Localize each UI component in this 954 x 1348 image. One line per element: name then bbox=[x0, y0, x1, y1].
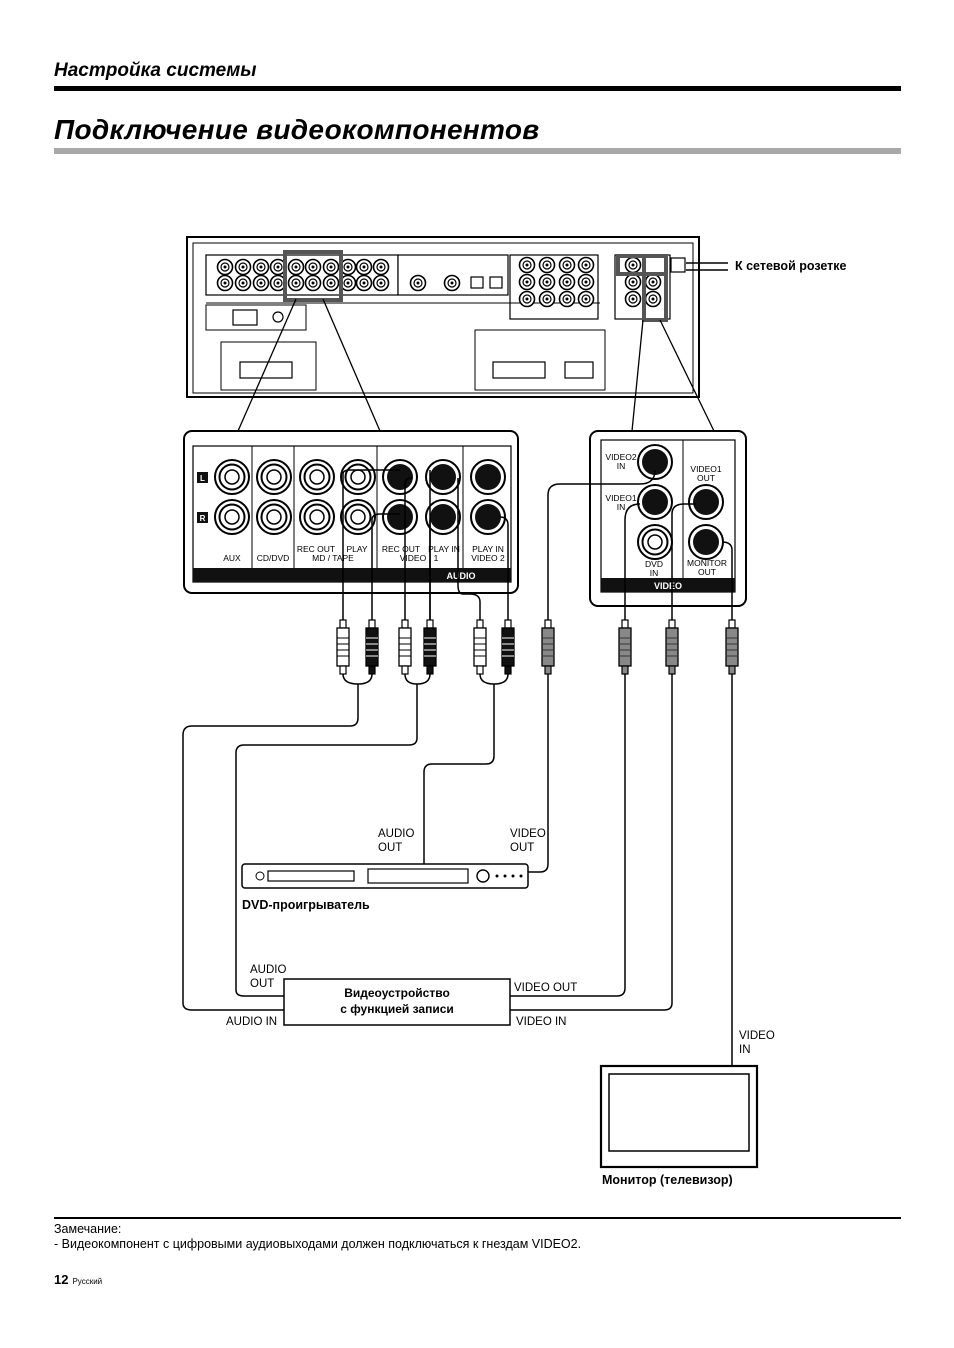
r-channel-badge: R bbox=[200, 514, 206, 523]
video-jack-panel: VIDEO2 IN VIDEO1 IN VIDEO1 OUT DVD IN MO… bbox=[589, 430, 747, 607]
video2-label: VIDEO 2 bbox=[471, 553, 505, 563]
aux-label: AUX bbox=[223, 553, 241, 563]
section-title: Настройка системы bbox=[54, 60, 257, 81]
cd-dvd-label: CD/DVD bbox=[257, 553, 290, 563]
monitor-out-sub: OUT bbox=[698, 567, 716, 577]
l-channel-badge: L bbox=[200, 474, 205, 483]
receiver-rear-panel bbox=[186, 236, 700, 398]
monitor-tv bbox=[599, 1064, 759, 1169]
recorder-name-line1: Видеоустройство bbox=[344, 986, 450, 1000]
recorder-audio-out-label: AUDIO bbox=[250, 964, 286, 976]
monitor-label: Монитор (телевизор) bbox=[602, 1173, 733, 1187]
power-outlet-label: К сетевой розетке bbox=[735, 259, 847, 273]
video-recorder bbox=[283, 978, 511, 1026]
video-label: VIDEO bbox=[400, 553, 427, 563]
recorder-video-out-label: VIDEO OUT bbox=[514, 982, 577, 994]
rca-plugs bbox=[336, 619, 739, 675]
monitor-video-in-label: VIDEO bbox=[739, 1030, 775, 1042]
power-cord bbox=[686, 262, 728, 271]
dvd-video-out-sub: OUT bbox=[510, 842, 534, 854]
recorder-audio-out-sub: OUT bbox=[250, 978, 274, 990]
dvd-video-out-label: VIDEO bbox=[510, 828, 546, 840]
note-heading: Замечание: bbox=[54, 1222, 122, 1236]
dvd-audio-out-label: AUDIO bbox=[378, 828, 414, 840]
footer-rule bbox=[54, 1217, 901, 1219]
play-md-label: PLAY bbox=[346, 544, 367, 554]
video2-in-label: VIDEO2 bbox=[605, 452, 636, 462]
dvd-in-label: DVD bbox=[645, 559, 663, 569]
video1-in-label: VIDEO1 bbox=[605, 493, 636, 503]
recorder-audio-in-label: AUDIO IN bbox=[226, 1016, 277, 1028]
rec-out-md-label: REC OUT bbox=[297, 544, 335, 554]
video1-number-label: 1 bbox=[434, 553, 439, 563]
dvd-player-label: DVD-проигрыватель bbox=[242, 898, 370, 912]
video1-in-sub: IN bbox=[617, 502, 626, 512]
note-block: Замечание: - Видеокомпонент с цифровыми … bbox=[54, 1222, 581, 1252]
play-in-video1-label: PLAY IN bbox=[428, 544, 460, 554]
monitor-out-label: MONITOR bbox=[687, 558, 727, 568]
page-number: 12 bbox=[54, 1272, 69, 1287]
video2-in-sub: IN bbox=[617, 461, 626, 471]
header-rule bbox=[54, 86, 901, 91]
note-text: - Видеокомпонент с цифровыми аудиовыхода… bbox=[54, 1237, 582, 1251]
recorder-video-in-label: VIDEO IN bbox=[516, 1016, 566, 1028]
dvd-audio-out-sub: OUT bbox=[378, 842, 402, 854]
title-underline bbox=[54, 148, 901, 154]
page-title: Подключение видеокомпонентов bbox=[54, 114, 540, 145]
audio-jack-panel: L R AUX CD/DVD REC OUT MD / TAPE PLAY RE… bbox=[183, 430, 519, 594]
page-language: Русский bbox=[72, 1277, 103, 1286]
cables-lower bbox=[182, 673, 733, 1066]
md-tape-label: MD / TAPE bbox=[312, 553, 354, 563]
video1-out-label: VIDEO1 bbox=[690, 464, 721, 474]
video-bar-label: VIDEO bbox=[654, 581, 682, 591]
dvd-player bbox=[241, 863, 529, 889]
audio-bar-label: AUDIO bbox=[447, 571, 476, 581]
play-in-video2-label: PLAY IN bbox=[472, 544, 504, 554]
cables-upper bbox=[342, 469, 733, 620]
monitor-video-in-sub: IN bbox=[739, 1044, 751, 1056]
video1-out-sub: OUT bbox=[697, 473, 715, 483]
rec-out-video-label: REC OUT bbox=[382, 544, 420, 554]
recorder-name-line2: с функцией записи bbox=[340, 1002, 454, 1016]
dvd-in-sub: IN bbox=[650, 568, 659, 578]
